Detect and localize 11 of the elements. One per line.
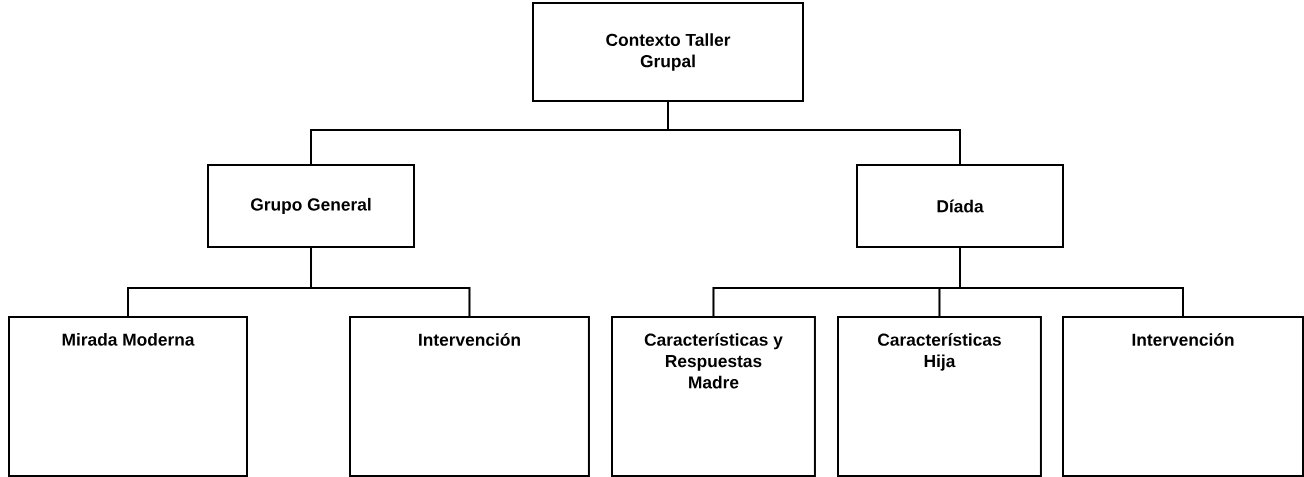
box: Intervención [349, 316, 590, 477]
box: Díada [856, 164, 1064, 248]
connector [959, 247, 1184, 317]
box: Grupo General [207, 164, 415, 248]
connector [310, 247, 471, 317]
connector [667, 101, 961, 165]
box: Mirada Moderna [8, 316, 248, 477]
box: Características y Respuestas Madre [611, 316, 816, 477]
box: Intervención [1062, 316, 1304, 477]
box: Características Hija [837, 316, 1042, 477]
box: Contexto Taller Grupal [532, 2, 804, 102]
